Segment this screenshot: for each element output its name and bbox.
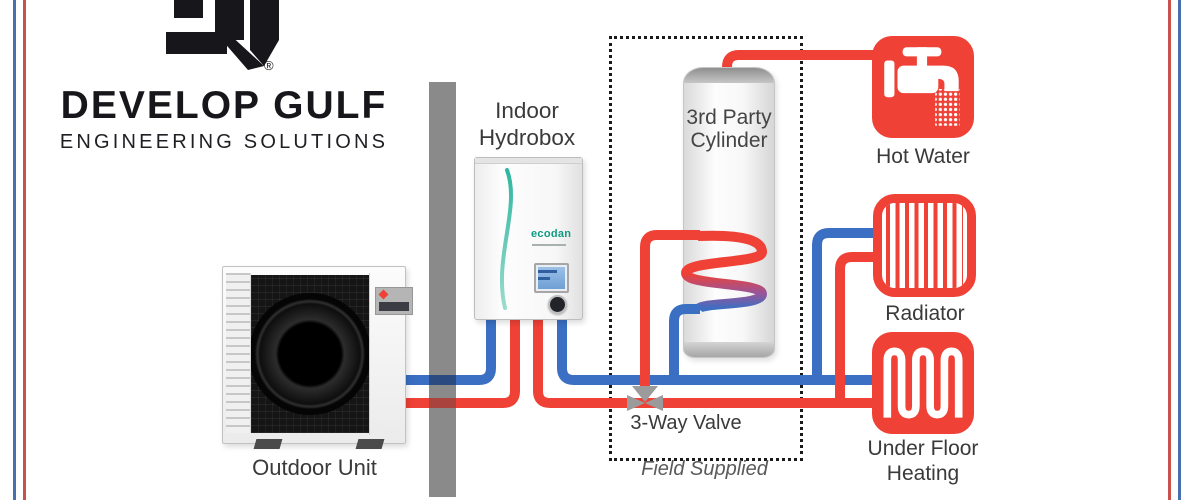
cylinder-label: 3rd Party Cylinder xyxy=(686,106,772,153)
indoor-hydrobox: ecodan xyxy=(474,157,583,320)
frame-line-right-red xyxy=(1168,0,1171,500)
outdoor-unit xyxy=(222,266,413,449)
pipe-flow-radiator-riser xyxy=(835,252,880,408)
frame-line-left-red xyxy=(23,0,26,500)
pipe-behind-wall-hot xyxy=(429,398,456,408)
pipe-return-outdoor xyxy=(392,316,496,385)
outdoor-unit-label: Outdoor Unit xyxy=(252,455,377,480)
manufacturer-logo-plate xyxy=(375,287,413,315)
radiator-fins xyxy=(886,203,963,288)
radiator-label: Radiator xyxy=(885,302,965,325)
pipe-return-main xyxy=(557,316,880,385)
cylinder-base xyxy=(684,342,774,357)
hot-water-icon xyxy=(872,36,974,138)
outdoor-unit-grille xyxy=(251,275,369,433)
cylinder-coil xyxy=(680,230,768,314)
pipe-behind-wall-cold xyxy=(429,375,456,385)
hydrobox-display xyxy=(534,263,569,293)
pipe-hot-water-outlet xyxy=(722,50,880,85)
hydrobox-sublabel-bar xyxy=(532,244,566,246)
three-way-valve-icon xyxy=(645,395,663,411)
frame-line-right-blue xyxy=(1178,0,1181,500)
three-way-valve-label: 3-Way Valve xyxy=(630,412,742,434)
pipe-return-radiator-riser xyxy=(812,228,880,385)
outdoor-unit-panel-divider xyxy=(369,273,370,435)
pipe-coil-return xyxy=(669,304,700,383)
frame-line-left-blue xyxy=(13,0,16,500)
cylinder-top-cap xyxy=(684,68,774,83)
under-floor-heating-label: Under Floor Heating xyxy=(867,437,979,485)
outdoor-unit-vents xyxy=(226,273,251,433)
hydrobox-top-strip xyxy=(475,158,582,164)
manufacturer-label-bar xyxy=(379,302,409,311)
three-way-valve-icon xyxy=(627,395,645,411)
field-supplied-box xyxy=(609,36,803,461)
display-line xyxy=(538,277,551,280)
brand-tagline: ENGINEERING SOLUTIONS xyxy=(59,131,389,153)
brand-name: DEVELOP GULF xyxy=(60,84,388,127)
field-supplied-label: Field Supplied xyxy=(641,458,768,480)
under-floor-heating-icon xyxy=(872,332,974,434)
fan-icon xyxy=(251,293,369,415)
hot-water-label: Hot Water xyxy=(876,145,970,168)
hydrobox-label: Indoor Hydrobox xyxy=(478,98,576,150)
brand-logo-mark-icon xyxy=(166,0,279,70)
hydrobox-brand: ecodan xyxy=(531,228,572,240)
valve-arrow-icon xyxy=(632,386,658,402)
pipe-flow-outdoor xyxy=(392,316,520,408)
hydrobox-dial xyxy=(548,295,567,314)
registered-trademark: ® xyxy=(264,58,274,73)
pipe-flow-main xyxy=(533,316,880,408)
display-line xyxy=(538,270,557,273)
radiator-icon xyxy=(873,194,976,297)
hydrobox-swoosh-icon xyxy=(500,168,513,310)
pipe-valve-to-coil xyxy=(640,230,700,392)
wall xyxy=(429,82,456,497)
